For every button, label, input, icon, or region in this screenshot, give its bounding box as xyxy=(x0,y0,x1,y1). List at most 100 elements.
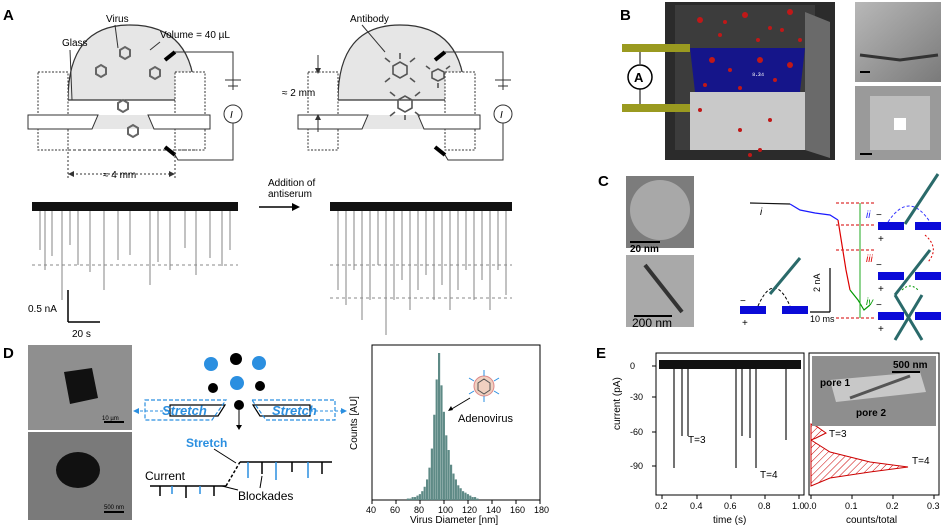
trace-after xyxy=(330,202,512,211)
dwell-histogram-e xyxy=(810,423,909,487)
hist-bar xyxy=(438,353,441,500)
particle xyxy=(768,26,772,30)
electrode-top-left xyxy=(163,50,177,62)
circuit-left xyxy=(174,51,243,161)
trace-after-spikes xyxy=(337,211,507,335)
particle xyxy=(738,128,742,132)
label-antiserum: antiserum xyxy=(268,189,312,200)
hist-bar xyxy=(426,479,429,500)
hist-bar xyxy=(445,435,448,500)
particle xyxy=(798,38,802,42)
blockade-trace xyxy=(150,461,332,498)
roman-iii: iii xyxy=(866,254,873,265)
hist-bar xyxy=(435,379,438,500)
tick-label: 0.1 xyxy=(845,501,858,511)
tick-label: 0.8 xyxy=(758,501,771,511)
minus-c2: − xyxy=(876,210,882,221)
scale-current-a: 0.5 nA xyxy=(28,304,57,315)
particle xyxy=(718,33,722,37)
particle xyxy=(756,38,760,42)
tick-label: -90 xyxy=(630,461,643,471)
scale-2na: 2 nA xyxy=(812,273,822,292)
trace-before-spikes xyxy=(39,211,231,300)
hist-bar xyxy=(411,497,414,500)
chamber-right xyxy=(297,24,481,151)
sem-image-side xyxy=(855,2,941,82)
inner-label-b: ⁸·³⁴ xyxy=(752,71,765,80)
hist-bar xyxy=(406,498,409,500)
hist-bar xyxy=(464,492,467,500)
roman-i: i xyxy=(760,207,763,218)
tick-label: 1.0 xyxy=(792,501,805,511)
particle xyxy=(758,148,762,152)
tick-label: 80 xyxy=(414,505,424,515)
label-t3-left: T=3 xyxy=(688,435,706,446)
ylabel-e: current (pA) xyxy=(612,377,623,430)
particles-b xyxy=(697,9,802,157)
hist-bar xyxy=(421,491,424,500)
hist-bar xyxy=(428,467,431,500)
particle xyxy=(742,12,748,18)
label-antibody: Antibody xyxy=(350,14,389,25)
membrane-schematics xyxy=(740,173,941,341)
scalebar-d-top: 10 µm xyxy=(102,416,119,422)
panel-letter-d: D xyxy=(3,345,14,362)
hist-bar xyxy=(466,494,469,500)
label-adenovirus: Adenovirus xyxy=(458,413,514,425)
hist-bar xyxy=(476,498,479,500)
label-width: ≈ 4 mm xyxy=(103,170,136,181)
circuit-right xyxy=(444,51,513,161)
particle xyxy=(698,108,702,112)
label-blockades: Blockades xyxy=(238,489,293,503)
hist-bar xyxy=(457,485,460,500)
scalebar-d-bottom: 500 nm xyxy=(104,505,124,511)
minus-c4: − xyxy=(876,300,882,311)
tick-label: 0.2 xyxy=(655,501,668,511)
panel-letter-c: C xyxy=(598,173,609,190)
adenovirus-icon xyxy=(448,370,500,411)
hist-bar xyxy=(409,498,412,500)
hist-ylabel: Counts [AU] xyxy=(349,396,360,450)
tick-label: 180 xyxy=(534,505,549,515)
hist-bar xyxy=(462,491,465,500)
hist-bar xyxy=(418,494,421,500)
hist-bar xyxy=(454,479,457,500)
tick-label: 0.3 xyxy=(927,501,940,511)
particle xyxy=(738,86,742,90)
tick-label: 0.6 xyxy=(724,501,737,511)
stretch-label-right: Stretch xyxy=(272,403,317,418)
particle xyxy=(787,62,793,68)
hist-bar xyxy=(474,497,477,500)
particle xyxy=(703,83,707,87)
current-symbol-right: I xyxy=(500,110,503,121)
hist-bar xyxy=(450,464,453,500)
particle xyxy=(697,17,703,23)
panel-letter-e: E xyxy=(596,345,606,362)
tick-label: 0.4 xyxy=(690,501,703,511)
xlabel-e-right: counts/total xyxy=(846,515,897,526)
chamber-left xyxy=(27,24,211,151)
scale-200nm: 200 nm xyxy=(632,316,672,330)
hist-xlabel: Virus Diameter [nm] xyxy=(410,515,498,526)
xticks-e-left: 0.2 0.4 0.6 0.8 1.0 xyxy=(655,495,805,511)
minus-c3: − xyxy=(876,260,882,271)
label-pore1: pore 1 xyxy=(820,378,850,389)
ammeter-label: A xyxy=(634,70,644,85)
trace-e-spikes xyxy=(673,369,787,468)
virus-icon-group-left xyxy=(95,45,161,139)
panel-letter-b: B xyxy=(620,7,631,24)
hist-bar xyxy=(433,414,436,500)
label-pore2: pore 2 xyxy=(856,408,886,419)
tick-label: 140 xyxy=(486,505,501,515)
histogram-bars xyxy=(406,353,479,500)
particle xyxy=(787,9,793,15)
minus-c1: − xyxy=(740,296,746,307)
scale-20nm: 20 nm xyxy=(630,244,659,255)
hist-bar xyxy=(471,497,474,500)
plus-c4: + xyxy=(878,324,884,335)
roman-ii: ii xyxy=(866,210,871,221)
tick-label: -30 xyxy=(630,392,643,402)
plus-c1: + xyxy=(742,318,748,329)
